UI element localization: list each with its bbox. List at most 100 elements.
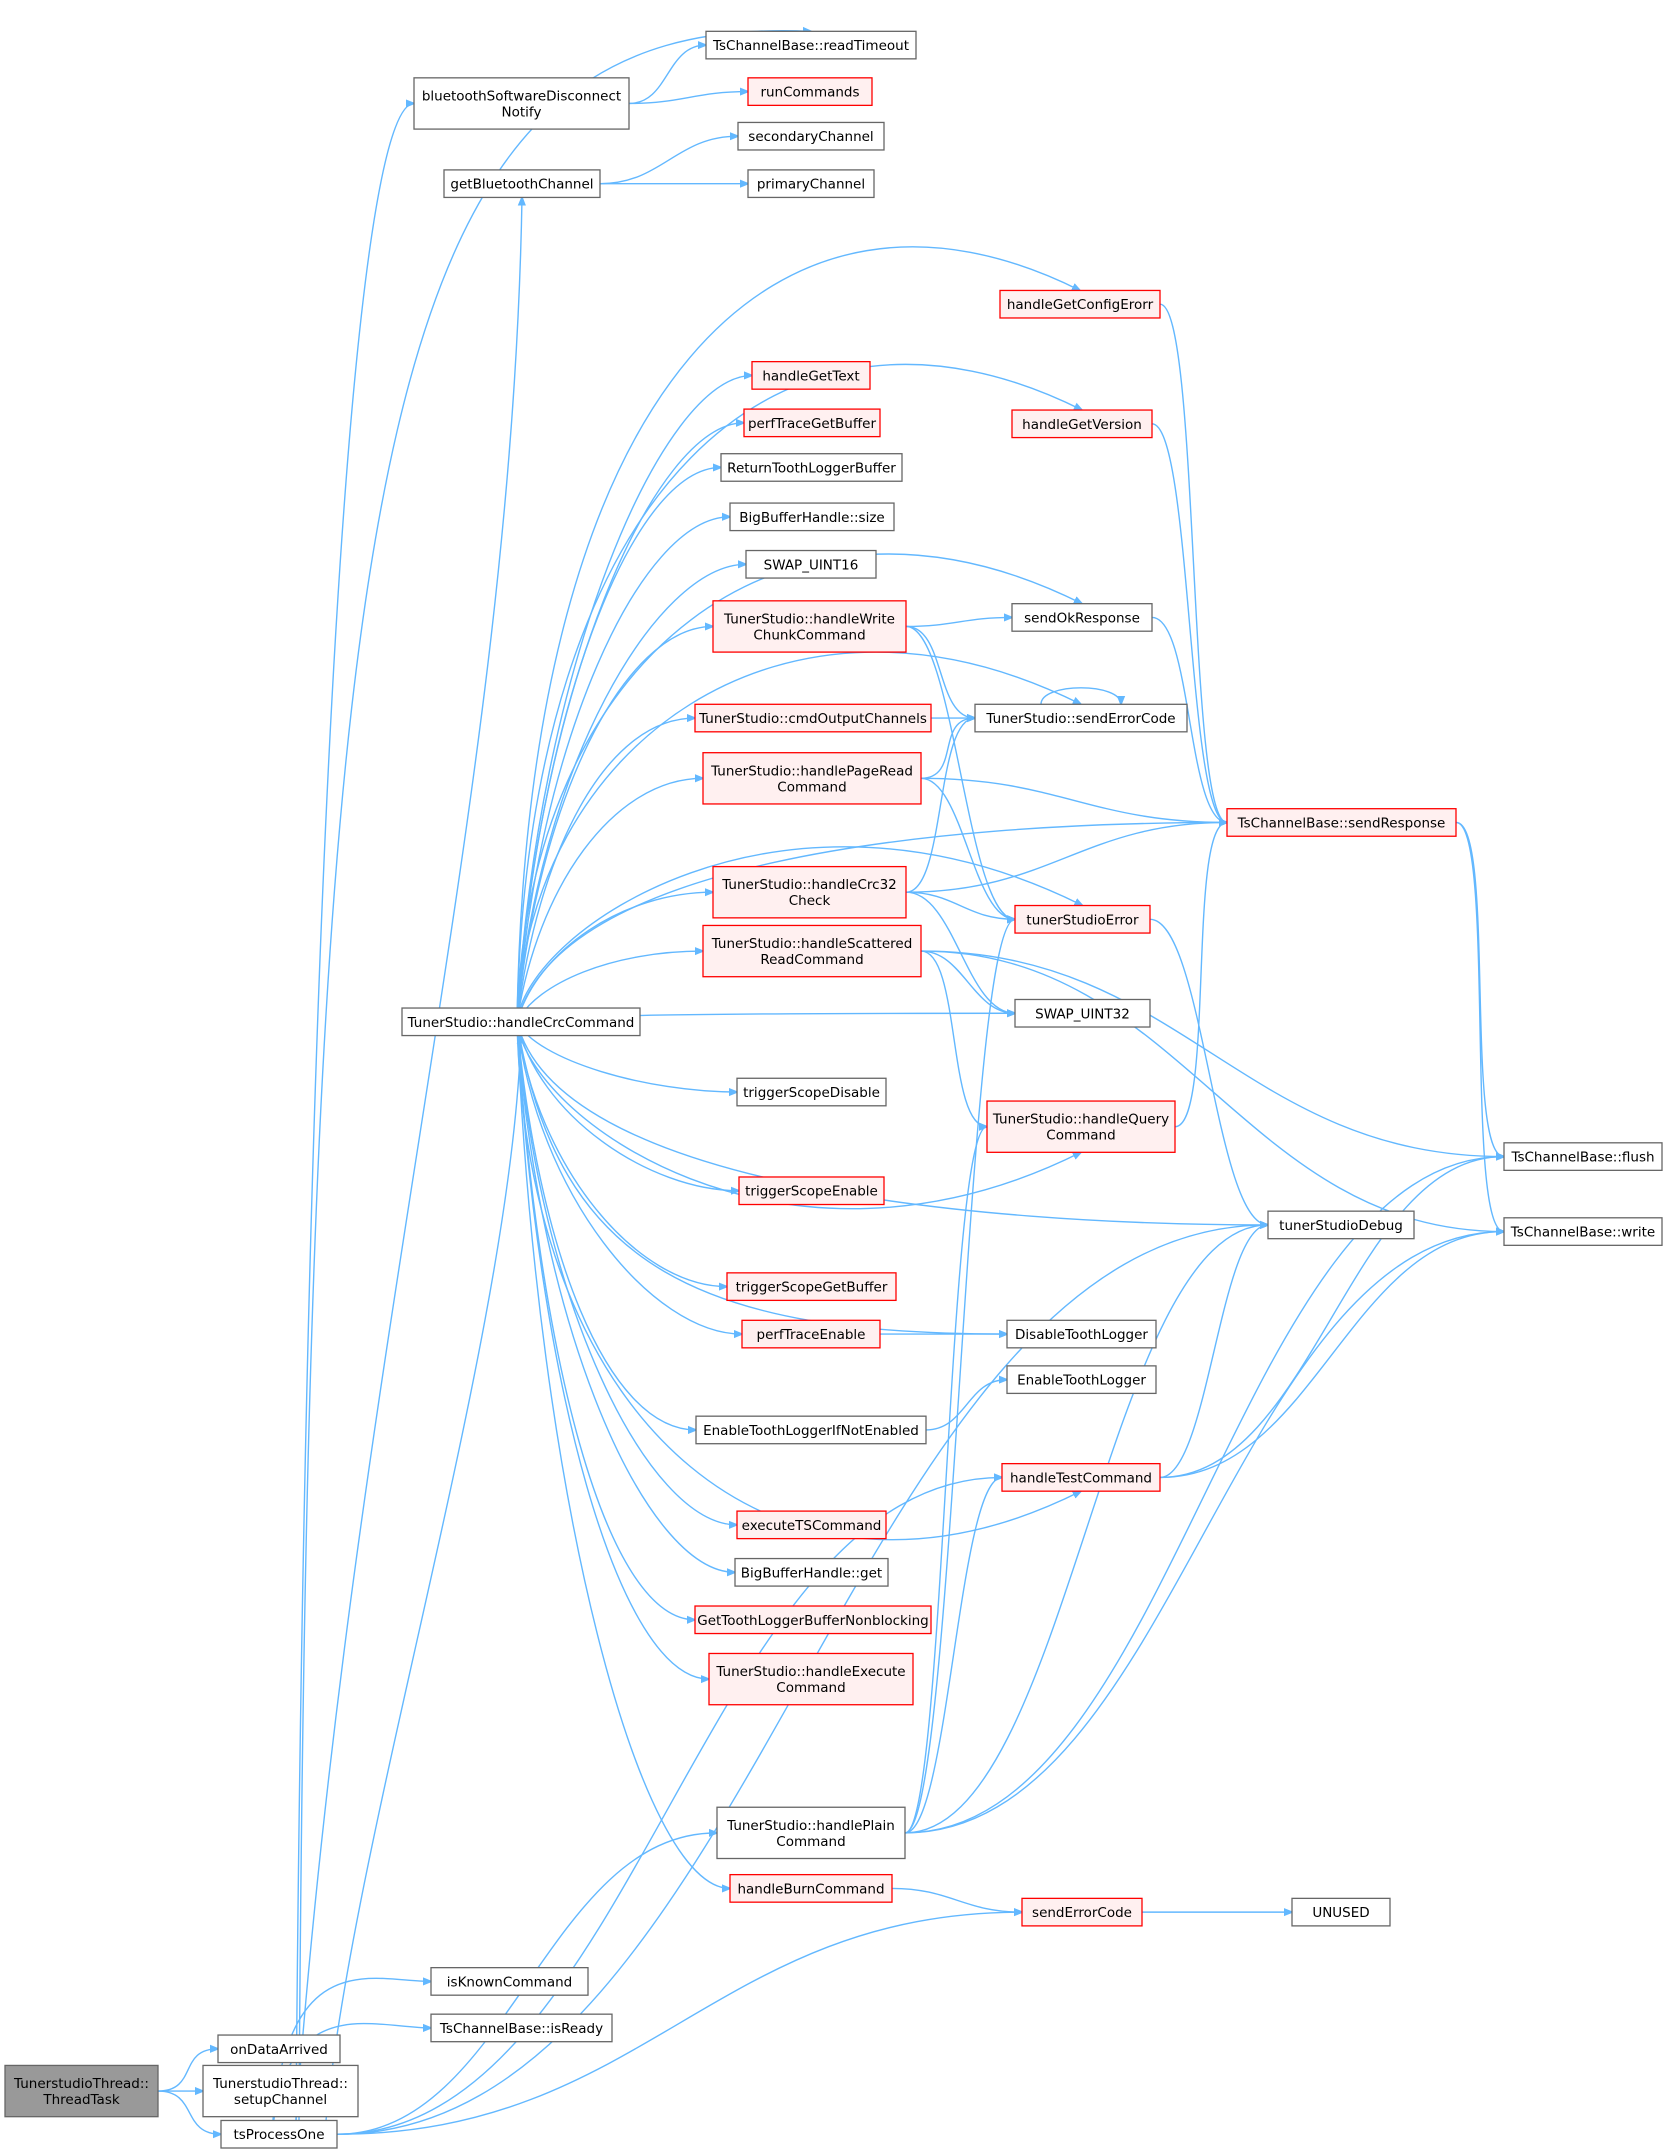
node-label: bluetoothSoftwareDisconnect xyxy=(422,88,621,104)
node-label: TsChannelBase::flush xyxy=(1510,1150,1654,1166)
node-label: BigBufferHandle::get xyxy=(741,1565,882,1581)
node-box xyxy=(726,1272,897,1302)
node-trigger-scope-enable[interactable]: triggerScopeEnable xyxy=(738,1176,885,1206)
node-box xyxy=(1001,1462,1161,1492)
node-box xyxy=(736,1510,887,1540)
node-trigger-scope-get-buffer[interactable]: triggerScopeGetBuffer xyxy=(726,1272,897,1302)
node-tuner-studio-error[interactable]: tunerStudioError xyxy=(1014,904,1151,934)
edge-handle_page_read-to-tuner_studio_error xyxy=(920,777,1015,919)
node-execute-ts-command[interactable]: executeTSCommand xyxy=(736,1510,887,1540)
node-handle-get-version[interactable]: handleGetVersion xyxy=(1011,409,1153,439)
node-read-timeout[interactable]: TsChannelBase::readTimeout xyxy=(705,30,917,60)
node-enable-tooth-logger-if-not[interactable]: EnableToothLoggerIfNotEnabled xyxy=(695,1415,927,1445)
node-swap-uint16[interactable]: SWAP_UINT16 xyxy=(745,549,877,579)
node-get-bt-channel[interactable]: getBluetoothChannel xyxy=(443,169,601,199)
node-big-buffer-get[interactable]: BigBufferHandle::get xyxy=(734,1557,889,1587)
node-handle-get-config-error[interactable]: handleGetConfigErorr xyxy=(999,289,1161,319)
node-send-response[interactable]: TsChannelBase::sendResponse xyxy=(1226,808,1457,837)
node-label: EnableToothLogger xyxy=(1017,1373,1146,1389)
node-box xyxy=(712,600,907,653)
node-is-known-command[interactable]: isKnownCommand xyxy=(430,1967,589,1996)
node-disable-tooth-logger[interactable]: DisableToothLogger xyxy=(1006,1319,1157,1349)
node-label: runCommands xyxy=(760,85,859,101)
node-is-ready[interactable]: TsChannelBase::isReady xyxy=(430,2013,613,2043)
node-label: setupChannel xyxy=(234,2092,327,2108)
edge-handle_get_version-to-send_response xyxy=(1151,423,1227,823)
node-label: Notify xyxy=(502,104,542,120)
node-swap-uint32[interactable]: SWAP_UINT32 xyxy=(1014,998,1151,1028)
node-trigger-scope-disable[interactable]: triggerScopeDisable xyxy=(736,1077,887,1107)
node-box xyxy=(220,2119,338,2149)
node-enable-tooth-logger[interactable]: EnableToothLogger xyxy=(1006,1365,1157,1395)
node-return-tooth-logger-buffer[interactable]: ReturnToothLoggerBuffer xyxy=(720,453,903,482)
edge-send_response-to-flush xyxy=(1455,821,1504,1156)
node-perf-trace-get-buffer[interactable]: perfTraceGetBuffer xyxy=(743,408,881,438)
node-box xyxy=(1503,1142,1663,1171)
edge-thread_task-to-on_data_arrived xyxy=(157,2049,218,2092)
node-ts-process-one[interactable]: tsProcessOne xyxy=(220,2119,338,2149)
node-label: handleGetConfigErorr xyxy=(1007,297,1154,313)
edge-handle_crc_command-to-handle_test_command xyxy=(516,1021,1081,1541)
edge-send_ok_response-to-send_response xyxy=(1151,616,1227,822)
edge-handle_scattered_read-to-flush xyxy=(920,950,1504,1156)
node-box xyxy=(729,1873,893,1903)
node-label: TunerStudio::sendErrorCode xyxy=(985,711,1175,727)
node-big-buffer-size[interactable]: BigBufferHandle::size xyxy=(729,502,895,532)
node-tuner-studio-debug[interactable]: tunerStudioDebug xyxy=(1267,1210,1415,1240)
node-label: TunerStudio::handlePageRead xyxy=(710,763,913,779)
node-label: BigBufferHandle::size xyxy=(739,510,884,526)
edge-handle_crc32_check-to-tuner_studio_error xyxy=(905,891,1015,919)
edge-handle_crc_command-to-return_tooth_logger_buffer xyxy=(516,467,721,1022)
node-handle-get-text[interactable]: handleGetText xyxy=(751,360,871,390)
edge-ts_send_error_code-to-ts_send_error_code xyxy=(1040,687,1121,705)
node-thread-task[interactable]: TunerstudioThread::ThreadTask xyxy=(4,2064,159,2118)
node-send-error-code[interactable]: sendErrorCode xyxy=(1021,1897,1143,1927)
node-send-ok-response[interactable]: sendOkResponse xyxy=(1011,603,1153,632)
node-box xyxy=(1011,409,1153,439)
node-box xyxy=(401,1007,641,1037)
node-label: triggerScopeGetBuffer xyxy=(736,1280,888,1296)
node-label: TsChannelBase::write xyxy=(1510,1225,1655,1241)
node-box xyxy=(1006,1319,1157,1349)
edge-handle_crc_command-to-handle_get_text xyxy=(516,375,752,1022)
node-label: isKnownCommand xyxy=(447,1974,572,1990)
node-write[interactable]: TsChannelBase::write xyxy=(1503,1217,1663,1246)
node-label: TunerStudio::handleWrite xyxy=(723,611,895,627)
node-label: Command xyxy=(777,779,846,795)
node-setup-channel[interactable]: TunerstudioThread::setupChannel xyxy=(202,2064,359,2118)
node-box xyxy=(974,703,1188,733)
node-label: TunerStudio::handleQuery xyxy=(992,1112,1169,1128)
node-handle-burn-command[interactable]: handleBurnCommand xyxy=(729,1873,893,1903)
node-flush[interactable]: TsChannelBase::flush xyxy=(1503,1142,1663,1171)
node-secondary-channel[interactable]: secondaryChannel xyxy=(737,121,885,151)
node-on-data-arrived[interactable]: onDataArrived xyxy=(217,2034,341,2064)
node-box xyxy=(999,289,1161,319)
node-ts-send-error-code[interactable]: TunerStudio::sendErrorCode xyxy=(974,703,1188,733)
node-perf-trace-enable[interactable]: perfTraceEnable xyxy=(741,1319,881,1349)
edge-ts_process_one-to-send_error_code xyxy=(336,1912,1022,2135)
node-run-commands[interactable]: runCommands xyxy=(747,77,873,107)
node-primary-channel[interactable]: primaryChannel xyxy=(747,169,875,199)
node-box xyxy=(705,30,917,60)
node-unused[interactable]: UNUSED xyxy=(1291,1897,1391,1927)
node-label: EnableToothLoggerIfNotEnabled xyxy=(703,1423,919,1439)
edge-send_response-to-write xyxy=(1455,821,1504,1231)
edge-handle_crc_command-to-send_ok_response xyxy=(516,553,1082,1022)
node-handle-test-command[interactable]: handleTestCommand xyxy=(1001,1462,1161,1492)
node-label: TunerStudio::handleCrc32 xyxy=(721,877,897,893)
node-label: UNUSED xyxy=(1312,1905,1369,1921)
node-handle-crc-command[interactable]: TunerStudio::handleCrcCommand xyxy=(401,1007,641,1037)
node-cmd-output-channels[interactable]: TunerStudio::cmdOutputChannels xyxy=(694,703,932,733)
node-get-tooth-logger-nonblocking[interactable]: GetToothLoggerBufferNonblocking xyxy=(694,1605,932,1635)
edge-enable_tooth_logger_if_not-to-enable_tooth_logger xyxy=(925,1380,1007,1431)
node-box xyxy=(430,1967,589,1996)
